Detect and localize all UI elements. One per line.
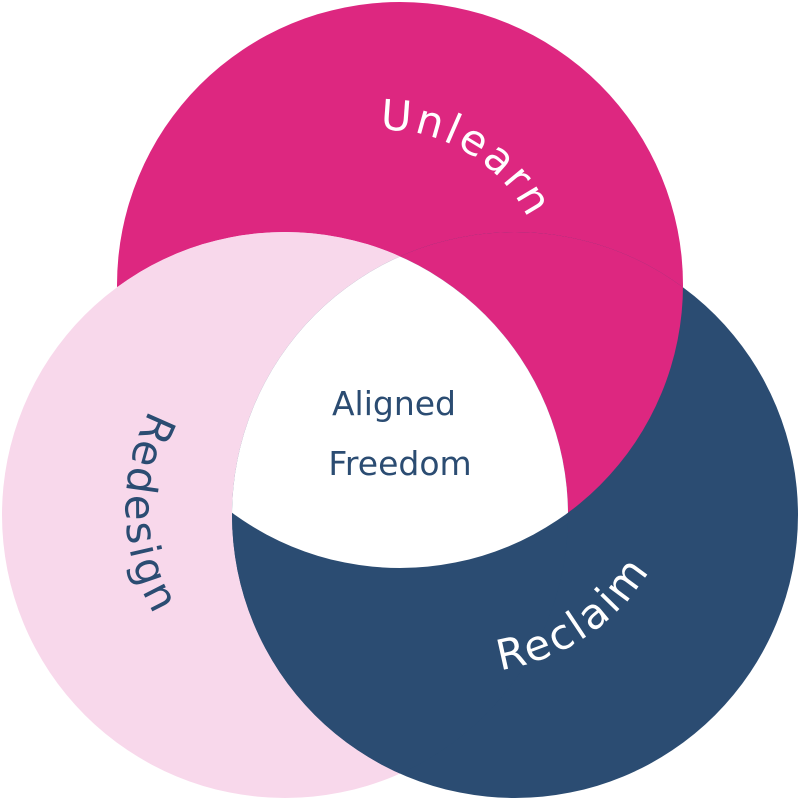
aligned-freedom-region (232, 232, 568, 568)
center-label-line-2: Freedom (328, 444, 471, 483)
center-label-line-1: Aligned (332, 384, 456, 423)
